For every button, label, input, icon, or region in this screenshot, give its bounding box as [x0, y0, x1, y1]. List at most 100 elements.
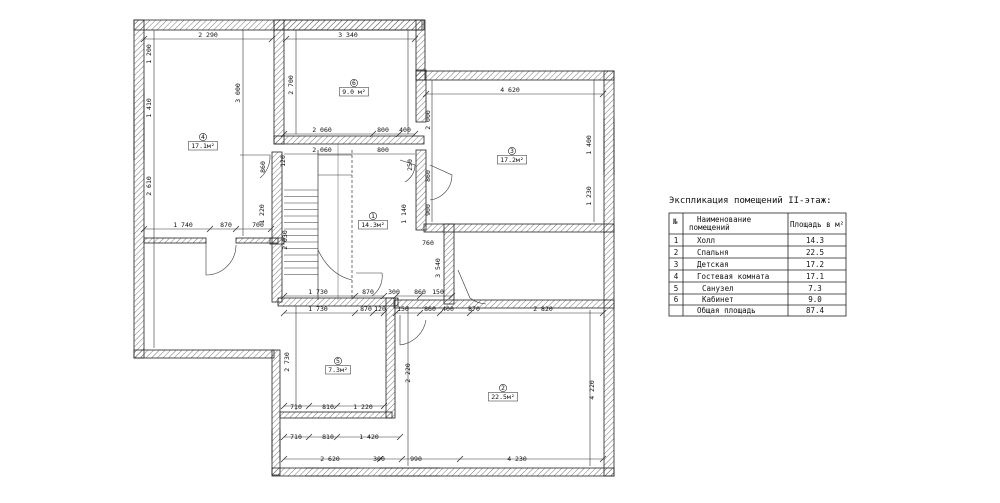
- dimension-label: 1 220: [258, 204, 266, 224]
- dimension-label: 870: [360, 305, 372, 313]
- row-name: Гостевая комната: [697, 272, 769, 281]
- plan-line: [232, 225, 240, 233]
- plan-line: [369, 309, 377, 317]
- row-area: 17.1: [806, 272, 824, 281]
- room-number: 2: [501, 384, 505, 392]
- plan-line: [305, 402, 313, 410]
- wall-segment: [385, 297, 396, 419]
- dimension-label: 300: [388, 288, 400, 296]
- plan-line: [380, 292, 388, 300]
- room-number-circle: [369, 212, 377, 220]
- dimension-label: 3 540: [434, 258, 442, 278]
- dimension-label: 870: [220, 221, 232, 229]
- room-area-box: [325, 365, 351, 375]
- row-num: 2: [674, 248, 679, 257]
- dimension-label: 4 620: [500, 86, 520, 94]
- room-number-circle: [499, 384, 507, 392]
- row-num: 4: [674, 272, 679, 281]
- room-number: 4: [201, 133, 205, 141]
- room-area: 9.0 м²: [342, 88, 365, 96]
- plan-line: [351, 292, 359, 300]
- header-name-2: помещений: [689, 223, 730, 232]
- dimension-label: 3 000: [234, 83, 242, 103]
- row-num: 3: [674, 260, 679, 269]
- plan-line: [392, 309, 400, 317]
- dimension-label: 300: [373, 455, 385, 463]
- dimension-label: 2 290: [198, 31, 218, 39]
- plan-line: [333, 402, 341, 410]
- room-area-box: [339, 87, 369, 97]
- room-area-box: [188, 141, 218, 151]
- dimension-label: 4 230: [507, 455, 527, 463]
- room-number: 1: [371, 212, 375, 220]
- plan-line: [369, 130, 377, 138]
- plan-line: [280, 402, 288, 410]
- plan-line: [395, 130, 403, 138]
- plan-line: [268, 35, 276, 43]
- plan-line: [411, 130, 419, 138]
- wall-segment: [415, 69, 427, 123]
- dimension-label: 1 730: [308, 305, 328, 313]
- room-marker: 114.3м²: [358, 212, 388, 230]
- door-swing: [429, 164, 453, 201]
- room-marker: 57.3м²: [325, 357, 351, 375]
- plan-line: [333, 433, 341, 441]
- dimension-label: 860: [414, 288, 426, 296]
- plan-line: [206, 225, 214, 233]
- plan-line: [267, 225, 275, 233]
- door-swing: [399, 315, 427, 346]
- dimension-label: 2 060: [312, 146, 332, 154]
- dimension-label: 250: [406, 159, 414, 171]
- dimension-label: 710: [290, 433, 302, 441]
- dimension-label: 2 820: [533, 305, 553, 313]
- dimension-label: 2 220: [404, 363, 412, 383]
- dimension-label: 760: [422, 239, 434, 247]
- plan-line: [416, 292, 424, 300]
- room-area-box: [497, 155, 527, 165]
- door-swing: [457, 269, 487, 305]
- wall-segment: [279, 411, 393, 419]
- plan-line: [456, 455, 464, 463]
- plan-line: [280, 433, 288, 441]
- dimension-label: 1 200: [145, 44, 153, 64]
- wall-segment: [603, 70, 615, 477]
- dimension-label: 1 220: [353, 403, 373, 411]
- door-swing: [205, 243, 237, 276]
- dimension-label: 400: [442, 305, 454, 313]
- dimension-label: 1 230: [585, 186, 593, 206]
- plan-line: [351, 309, 359, 317]
- room-number-circle: [199, 133, 207, 141]
- door-swing: [356, 272, 383, 297]
- plan-line: [599, 455, 607, 463]
- room-area-box: [358, 220, 388, 230]
- room-area: 14.3м²: [361, 221, 384, 229]
- header-area: Площадь в м²: [790, 220, 844, 229]
- room-marker: 417.1м²: [188, 133, 218, 151]
- dimension-label: 710: [290, 403, 302, 411]
- dimension-label: 810: [322, 403, 334, 411]
- plan-line: [398, 455, 406, 463]
- explication-title: Экспликация помещений II-этаж:: [669, 196, 832, 206]
- dimension-label: 870: [468, 305, 480, 313]
- room-number-circle: [508, 147, 516, 155]
- wall-segment: [273, 19, 285, 145]
- wall-segment: [443, 223, 455, 305]
- row-name: Холл: [697, 236, 715, 245]
- dimension-label: 120: [374, 305, 386, 313]
- row-area: 22.5: [806, 248, 824, 257]
- dimension-label: 2 730: [283, 352, 291, 372]
- dimension-label: 860: [424, 170, 432, 182]
- wall-layer: [133, 19, 615, 477]
- dimension-label: 810: [322, 433, 334, 441]
- dimension-label: 2 030: [281, 230, 289, 250]
- wall-segment: [273, 135, 425, 145]
- wall-segment: [133, 19, 145, 359]
- dimension-label: 120: [279, 155, 287, 167]
